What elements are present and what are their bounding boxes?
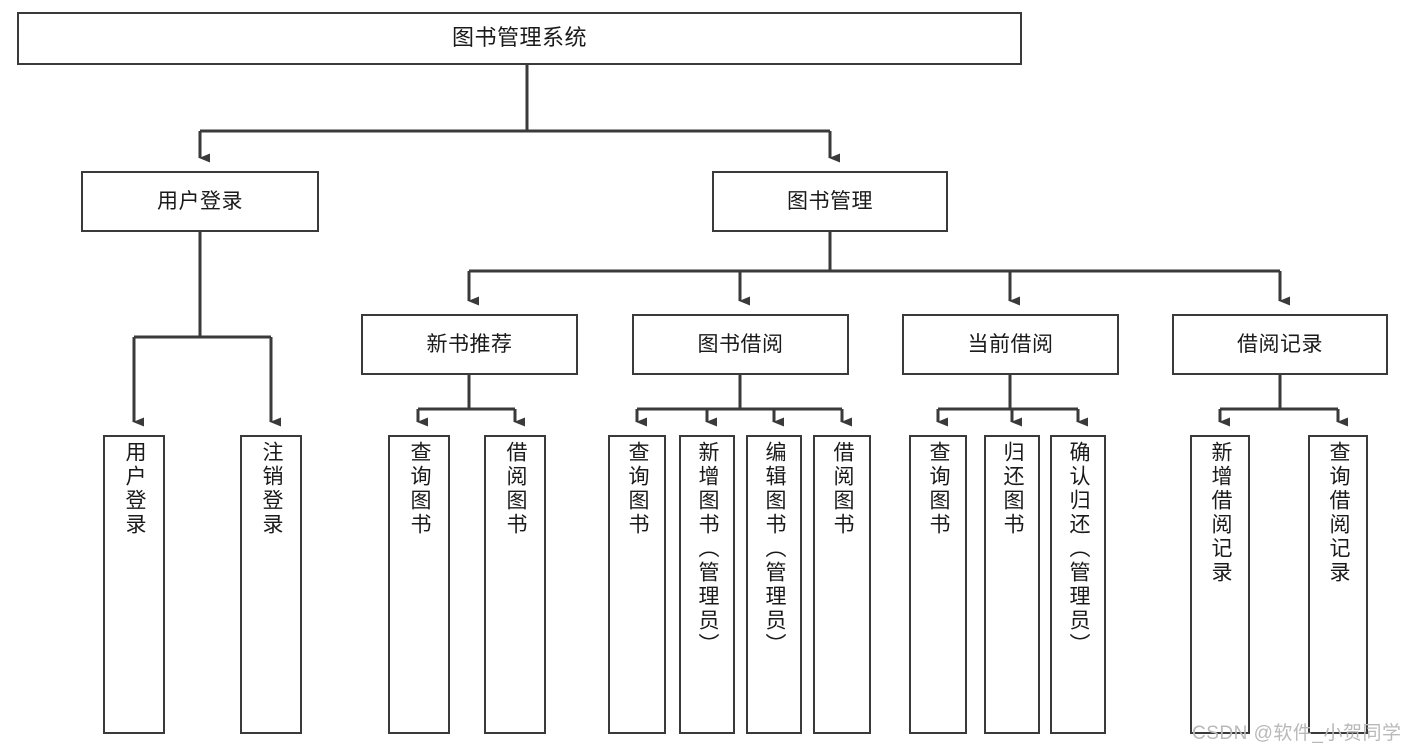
node-book-manage[interactable]: 图书管理 [712, 171, 948, 232]
leaf-node-add-book[interactable]: 新增图书（管理员） [679, 435, 735, 734]
leaf-node-query-book-1[interactable]: 查询图书 [388, 435, 450, 734]
leaf-node-edit-book[interactable]: 编辑图书（管理员） [746, 435, 802, 734]
leaf-node-user-login[interactable]: 用户登录 [103, 435, 165, 734]
leaf-node-logout[interactable]: 注销登录 [240, 435, 302, 734]
leaf-node-return-book-label: 归还图书 [1001, 441, 1025, 537]
node-borrow-record-label: 借阅记录 [1237, 332, 1323, 356]
leaf-node-borrow-book-1[interactable]: 借阅图书 [484, 435, 546, 734]
leaf-node-query-borrow-record[interactable]: 查询借阅记录 [1308, 435, 1368, 734]
leaf-node-query-book-3[interactable]: 查询图书 [909, 435, 967, 734]
node-current-borrow-label: 当前借阅 [967, 332, 1054, 356]
node-root-label: 图书管理系统 [451, 25, 587, 51]
node-book-borrow[interactable]: 图书借阅 [632, 314, 849, 375]
leaf-node-logout-label: 注销登录 [260, 441, 284, 537]
leaf-node-borrow-book-1-label: 借阅图书 [504, 441, 528, 537]
node-new-book-recommendation-label: 新书推荐 [426, 332, 513, 356]
leaf-node-query-book-3-label: 查询图书 [927, 441, 951, 537]
node-new-book-recommendation[interactable]: 新书推荐 [361, 314, 578, 375]
leaf-node-return-book[interactable]: 归还图书 [984, 435, 1040, 734]
leaf-node-query-book-2[interactable]: 查询图书 [608, 435, 666, 734]
leaf-node-user-login-label: 用户登录 [123, 441, 147, 537]
leaf-node-borrow-book-2[interactable]: 借阅图书 [813, 435, 871, 734]
node-user-login-label: 用户登录 [157, 189, 243, 213]
node-root[interactable]: 图书管理系统 [17, 12, 1022, 65]
leaf-node-query-book-1-label: 查询图书 [408, 441, 432, 537]
leaf-node-edit-book-label: 编辑图书（管理员） [763, 441, 787, 657]
node-borrow-record[interactable]: 借阅记录 [1172, 314, 1388, 375]
leaf-node-borrow-book-2-label: 借阅图书 [831, 441, 855, 537]
leaf-node-add-borrow-record[interactable]: 新增借阅记录 [1190, 435, 1250, 734]
node-current-borrow[interactable]: 当前借阅 [902, 314, 1119, 375]
csdn-watermark: CSDN @软件_小贺同学 [1192, 723, 1402, 744]
leaf-node-add-borrow-record-label: 新增借阅记录 [1209, 441, 1233, 585]
leaf-node-confirm-return[interactable]: 确认归还（管理员） [1050, 435, 1106, 734]
node-book-manage-label: 图书管理 [787, 189, 873, 213]
node-book-borrow-label: 图书借阅 [697, 332, 784, 356]
leaf-node-query-book-2-label: 查询图书 [626, 441, 650, 537]
node-user-login[interactable]: 用户登录 [81, 171, 319, 232]
leaf-node-add-book-label: 新增图书（管理员） [696, 441, 720, 657]
leaf-node-query-borrow-record-label: 查询借阅记录 [1327, 441, 1351, 585]
leaf-node-confirm-return-label: 确认归还（管理员） [1067, 441, 1091, 657]
